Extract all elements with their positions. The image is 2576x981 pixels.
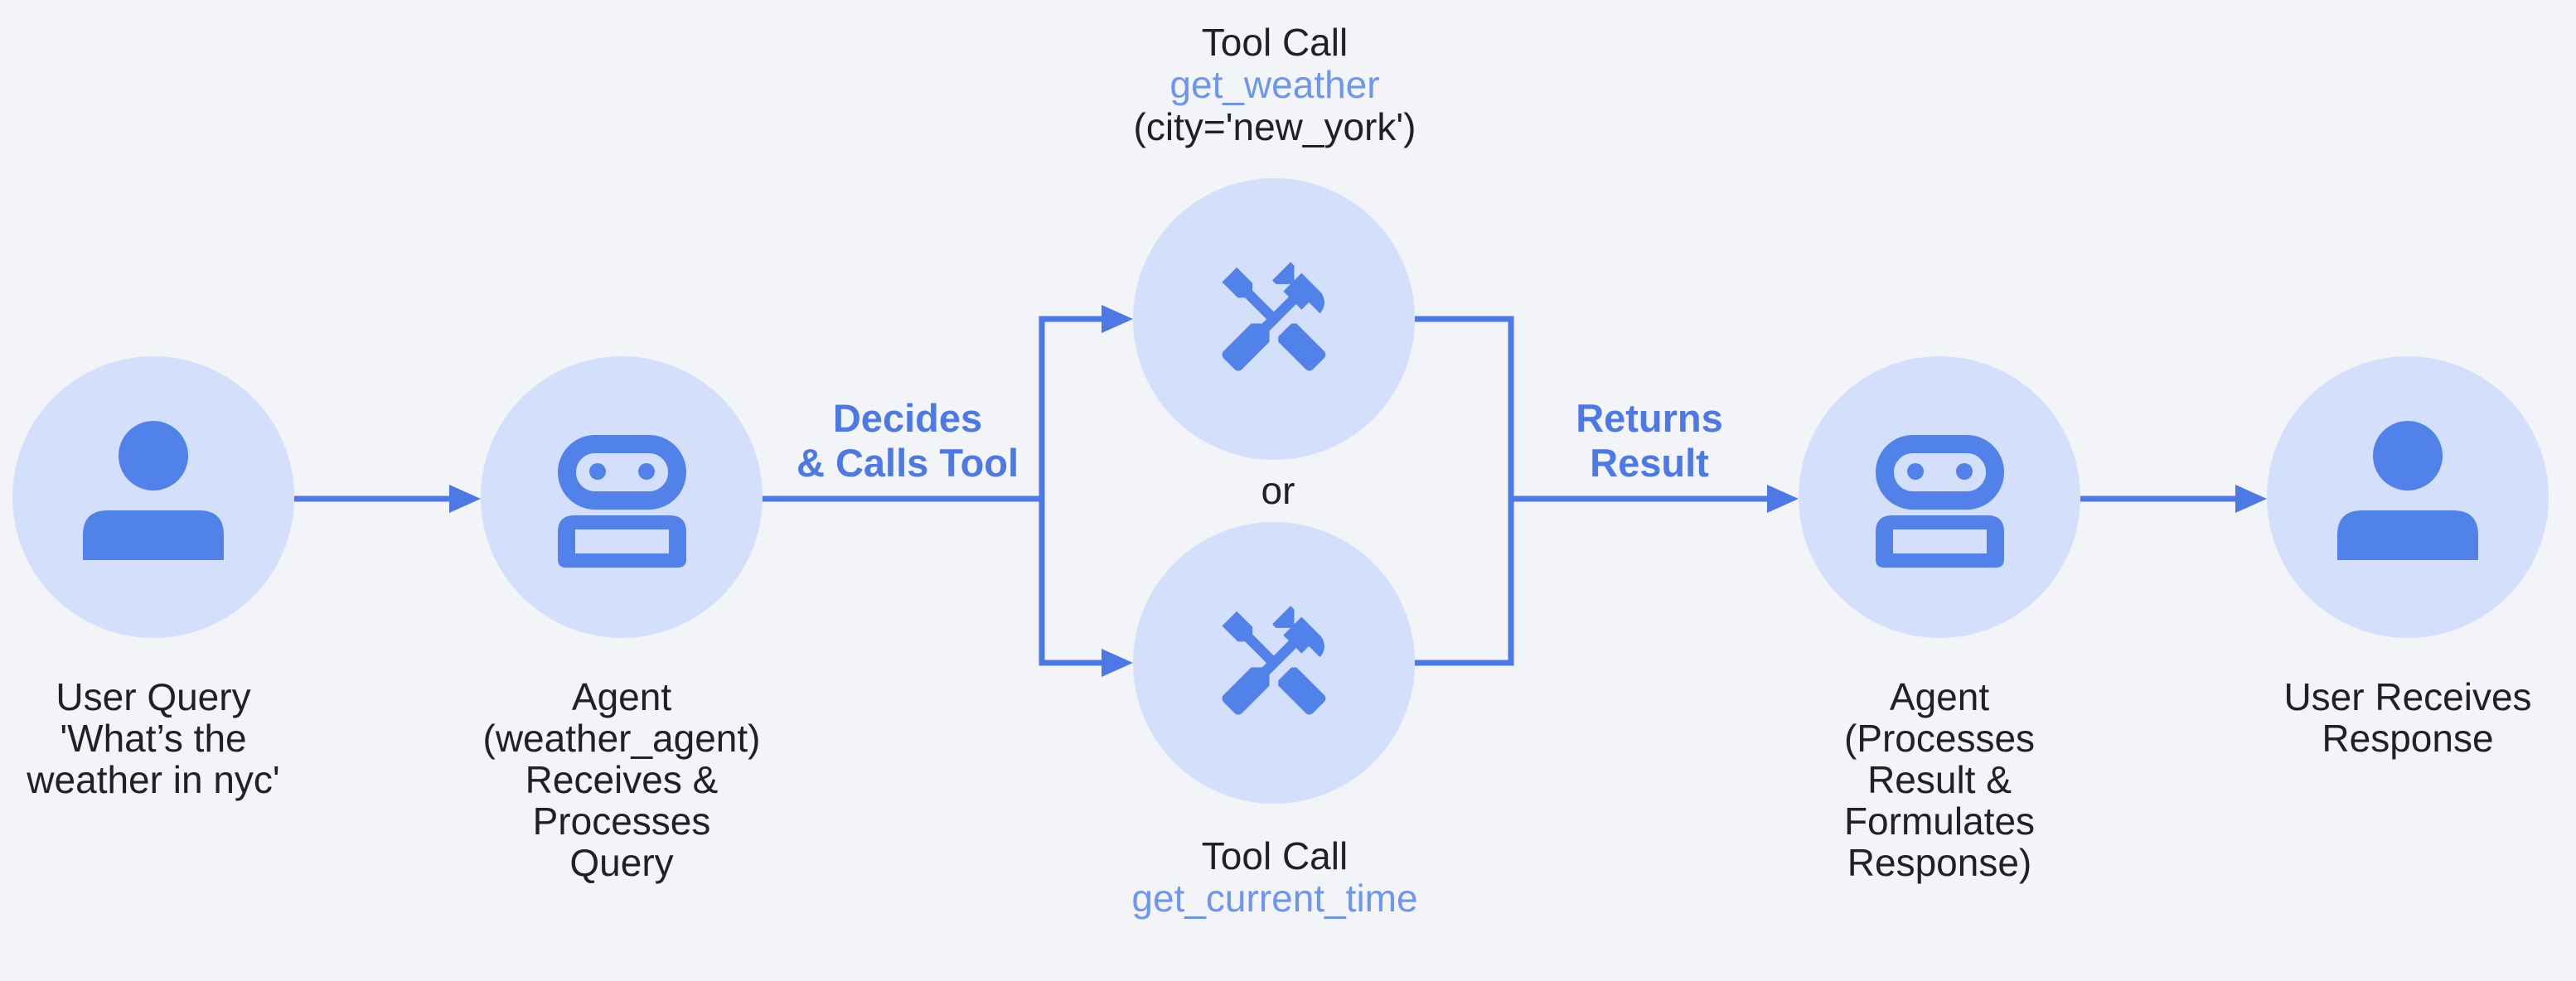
agent-receive-line: Query bbox=[569, 841, 674, 884]
user-query-line: User Query bbox=[56, 675, 251, 718]
agent-respond-node bbox=[1799, 356, 2080, 638]
user-query-line: weather in nyc' bbox=[27, 758, 280, 801]
agent-receive-label: Agent (weather_agent) Receives & Process… bbox=[483, 676, 761, 883]
arrowhead-merge-to-agent bbox=[1767, 485, 1799, 513]
tool-weather-label: Tool Call get_weather (city='new_york') bbox=[1134, 22, 1416, 148]
user-response-line: User Receives bbox=[2283, 675, 2532, 718]
returns-line: Result bbox=[1590, 441, 1709, 485]
user-query-line: 'What’s the bbox=[60, 717, 247, 760]
returns-line: Returns bbox=[1576, 396, 1723, 440]
robot-icon bbox=[1875, 435, 2004, 568]
agent-receive-line: Agent bbox=[571, 675, 672, 718]
agent-receive-line: Processes bbox=[532, 800, 711, 843]
agent-respond-line: Formulates bbox=[1843, 800, 2036, 843]
decides-line: & Calls Tool bbox=[796, 441, 1019, 485]
agent-receive-line: Receives & bbox=[525, 758, 719, 801]
agent-receive-node bbox=[481, 356, 763, 638]
arrowhead-to-tool-time bbox=[1102, 649, 1133, 677]
tool-weather-name: get_weather bbox=[1169, 63, 1380, 106]
handyman-icon bbox=[1222, 606, 1326, 715]
branch-split-bracket bbox=[1039, 316, 1105, 666]
agent-respond-line: Response) bbox=[1847, 841, 2032, 884]
arrowhead-to-tool-weather bbox=[1102, 305, 1133, 333]
user-response-label: User Receives Response bbox=[2283, 676, 2531, 759]
user-query-label: User Query 'What’s the weather in nyc' bbox=[27, 676, 279, 800]
or-label: or bbox=[1261, 469, 1295, 512]
agent-respond-line: (Processes bbox=[1843, 717, 2036, 760]
tool-weather-title: Tool Call bbox=[1201, 21, 1349, 64]
branch-merge-bracket bbox=[1415, 316, 1514, 666]
returns-result-label: Returns Result bbox=[1576, 396, 1723, 486]
decides-line: Decides bbox=[832, 396, 983, 440]
decides-calls-tool-label: Decides & Calls Tool bbox=[797, 396, 1019, 486]
handyman-icon bbox=[1222, 262, 1326, 371]
tool-weather-node bbox=[1133, 178, 1415, 460]
tool-time-label: Tool Call get_current_time bbox=[1131, 835, 1417, 920]
agent-respond-line: Agent bbox=[1889, 675, 1990, 718]
tool-time-title: Tool Call bbox=[1201, 834, 1349, 877]
tool-time-name: get_current_time bbox=[1131, 877, 1418, 920]
tool-weather-args: (city='new_york') bbox=[1133, 105, 1416, 148]
arrowhead-user-to-agent bbox=[449, 485, 481, 513]
user-response-line: Response bbox=[2322, 717, 2494, 760]
agent-respond-label: Agent (Processes Result & Formulates Res… bbox=[1844, 676, 2035, 883]
agent-respond-line: Result & bbox=[1867, 758, 2012, 801]
user-query-node bbox=[12, 356, 294, 638]
tool-time-node bbox=[1133, 522, 1415, 804]
robot-icon bbox=[557, 435, 686, 568]
person-icon bbox=[83, 421, 224, 560]
arrowhead-agent-to-user bbox=[2235, 485, 2267, 513]
agent-receive-line: (weather_agent) bbox=[482, 717, 761, 760]
person-icon bbox=[2337, 421, 2478, 560]
user-response-node bbox=[2267, 356, 2549, 638]
